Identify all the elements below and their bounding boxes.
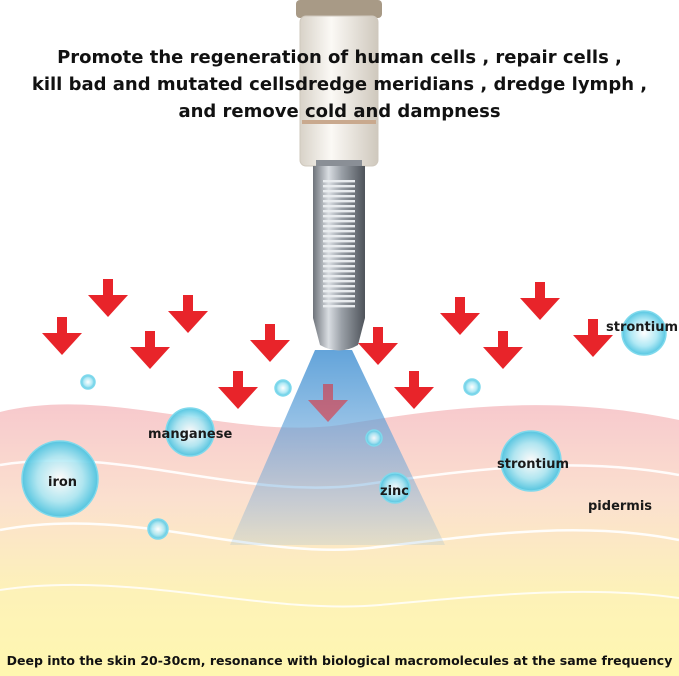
headline: Promote the regeneration of human cells … <box>0 44 679 125</box>
molecule-bubble-icon <box>379 472 411 504</box>
footer-caption: Deep into the skin 20-30cm, resonance wi… <box>6 653 673 668</box>
molecule-bubble-icon <box>147 518 169 540</box>
label-iron: iron <box>48 475 78 490</box>
label-manganese: manganese <box>148 427 233 442</box>
down-arrow-icon <box>520 282 560 320</box>
headline-line-1: Promote the regeneration of human cells … <box>57 47 622 68</box>
molecule-bubble-icon <box>21 440 99 518</box>
down-arrow-icon <box>168 295 208 333</box>
down-arrow-icon <box>130 331 170 369</box>
label-strontium-top: strontium <box>606 320 679 335</box>
label-zinc: zinc <box>380 484 409 499</box>
down-arrow-icon <box>394 371 434 409</box>
down-arrow-icon <box>483 331 523 369</box>
molecule-bubble-icon <box>365 429 383 447</box>
down-arrow-icon <box>250 324 290 362</box>
down-arrow-icon <box>218 371 258 409</box>
molecule-bubble-icon <box>274 379 292 397</box>
label-pidermis: pidermis <box>588 499 653 514</box>
headline-line-3: and remove cold and dampness <box>178 101 501 122</box>
molecule-bubble-icon <box>463 378 481 396</box>
label-strontium-mid: strontium <box>497 457 570 472</box>
headline-line-2: kill bad and mutated cellsdredge meridia… <box>31 74 648 95</box>
device-probe-icon <box>296 0 382 351</box>
molecule-bubble-icon <box>621 310 667 356</box>
down-arrow-icon <box>88 279 128 317</box>
down-arrow-icon <box>358 327 398 365</box>
molecule-bubble-icon <box>500 430 562 492</box>
down-arrow-icon <box>440 297 480 335</box>
molecule-bubble-icon <box>165 407 215 457</box>
down-arrow-icon <box>42 317 82 355</box>
molecule-bubble-icon <box>80 374 96 390</box>
bubbles-group <box>21 310 667 540</box>
